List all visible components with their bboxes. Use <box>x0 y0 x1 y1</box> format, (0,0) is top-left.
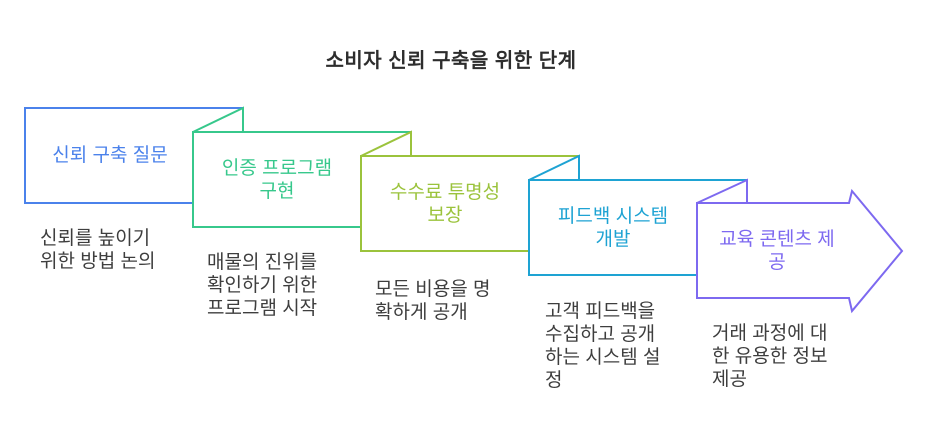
step-1-description: 신뢰를 높이기 위한 방법 논의 <box>40 228 156 272</box>
step-1-title: 신뢰 구축 질문 <box>52 145 168 166</box>
step-3-description: 모든 비용을 명 확하게 공개 <box>375 279 491 323</box>
diagram-title: 소비자 신뢰 구축을 위한 단계 <box>325 50 577 72</box>
step-2-title: 인증 프로그램 구현 <box>221 158 333 202</box>
step-2-description: 매물의 진위를 확인하기 위한 프로그램 시작 <box>207 252 318 319</box>
step-5-title: 교육 콘텐츠 제 공 <box>719 229 835 273</box>
step-3-title: 수수료 투명성 보장 <box>389 182 501 226</box>
step-4-description: 고객 피드백을 수집하고 공개 하는 시스템 설 정 <box>545 301 661 391</box>
step-5-arrow <box>696 188 904 314</box>
step-4-title: 피드백 시스템 개발 <box>557 206 669 250</box>
step-5-description: 거래 과정에 대 한 유용한 정보 제공 <box>712 323 828 390</box>
